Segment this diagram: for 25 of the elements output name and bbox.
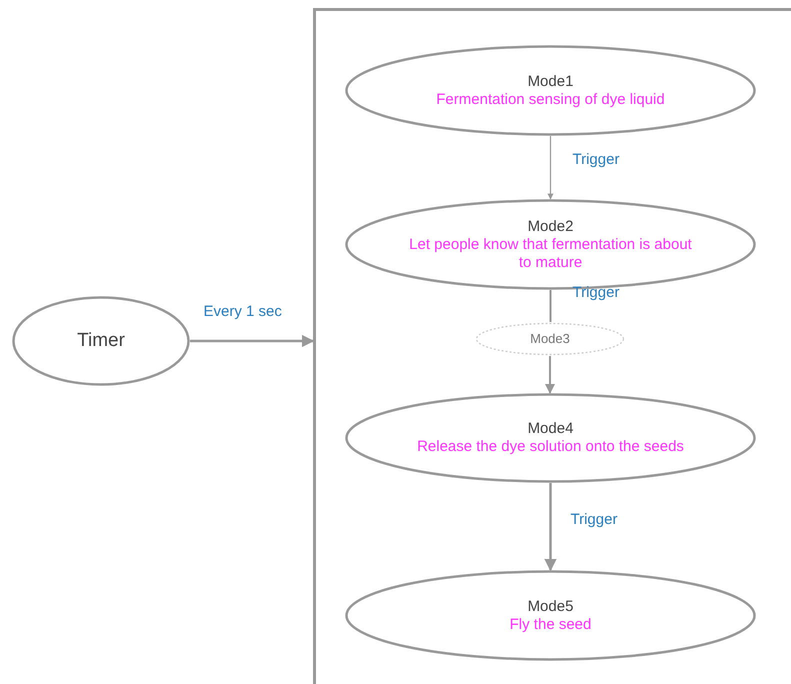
node-description: Let people know that fermentation is about to mature bbox=[408, 236, 693, 272]
node-description: Release the dye solution onto the seeds bbox=[417, 438, 684, 456]
node-description: Fly the seed bbox=[510, 616, 592, 634]
arrow bbox=[544, 483, 557, 572]
edge-label: Trigger bbox=[570, 510, 618, 528]
process-ellipse bbox=[345, 45, 756, 136]
connector-line bbox=[550, 290, 552, 322]
process-ellipse bbox=[12, 296, 190, 386]
panel-frame bbox=[313, 8, 791, 684]
arrow bbox=[545, 356, 555, 394]
edge-label: Every 1 sec bbox=[204, 303, 282, 320]
process-ellipse bbox=[345, 570, 756, 661]
edge-label: Trigger bbox=[572, 150, 620, 168]
node-title: Mode4 bbox=[528, 420, 574, 438]
edge-label: Trigger bbox=[572, 284, 620, 301]
node-title: Timer bbox=[77, 332, 125, 350]
dashed-ellipse bbox=[475, 322, 625, 356]
node-description: Fermentation sensing of dye liquid bbox=[436, 90, 665, 108]
process-ellipse bbox=[345, 393, 756, 483]
node-title: Mode1 bbox=[528, 72, 574, 90]
arrow bbox=[548, 136, 554, 200]
arrow bbox=[190, 334, 314, 348]
node-title: Mode2 bbox=[528, 218, 574, 236]
node-title: Mode3 bbox=[530, 330, 570, 348]
node-title: Mode5 bbox=[528, 598, 574, 616]
